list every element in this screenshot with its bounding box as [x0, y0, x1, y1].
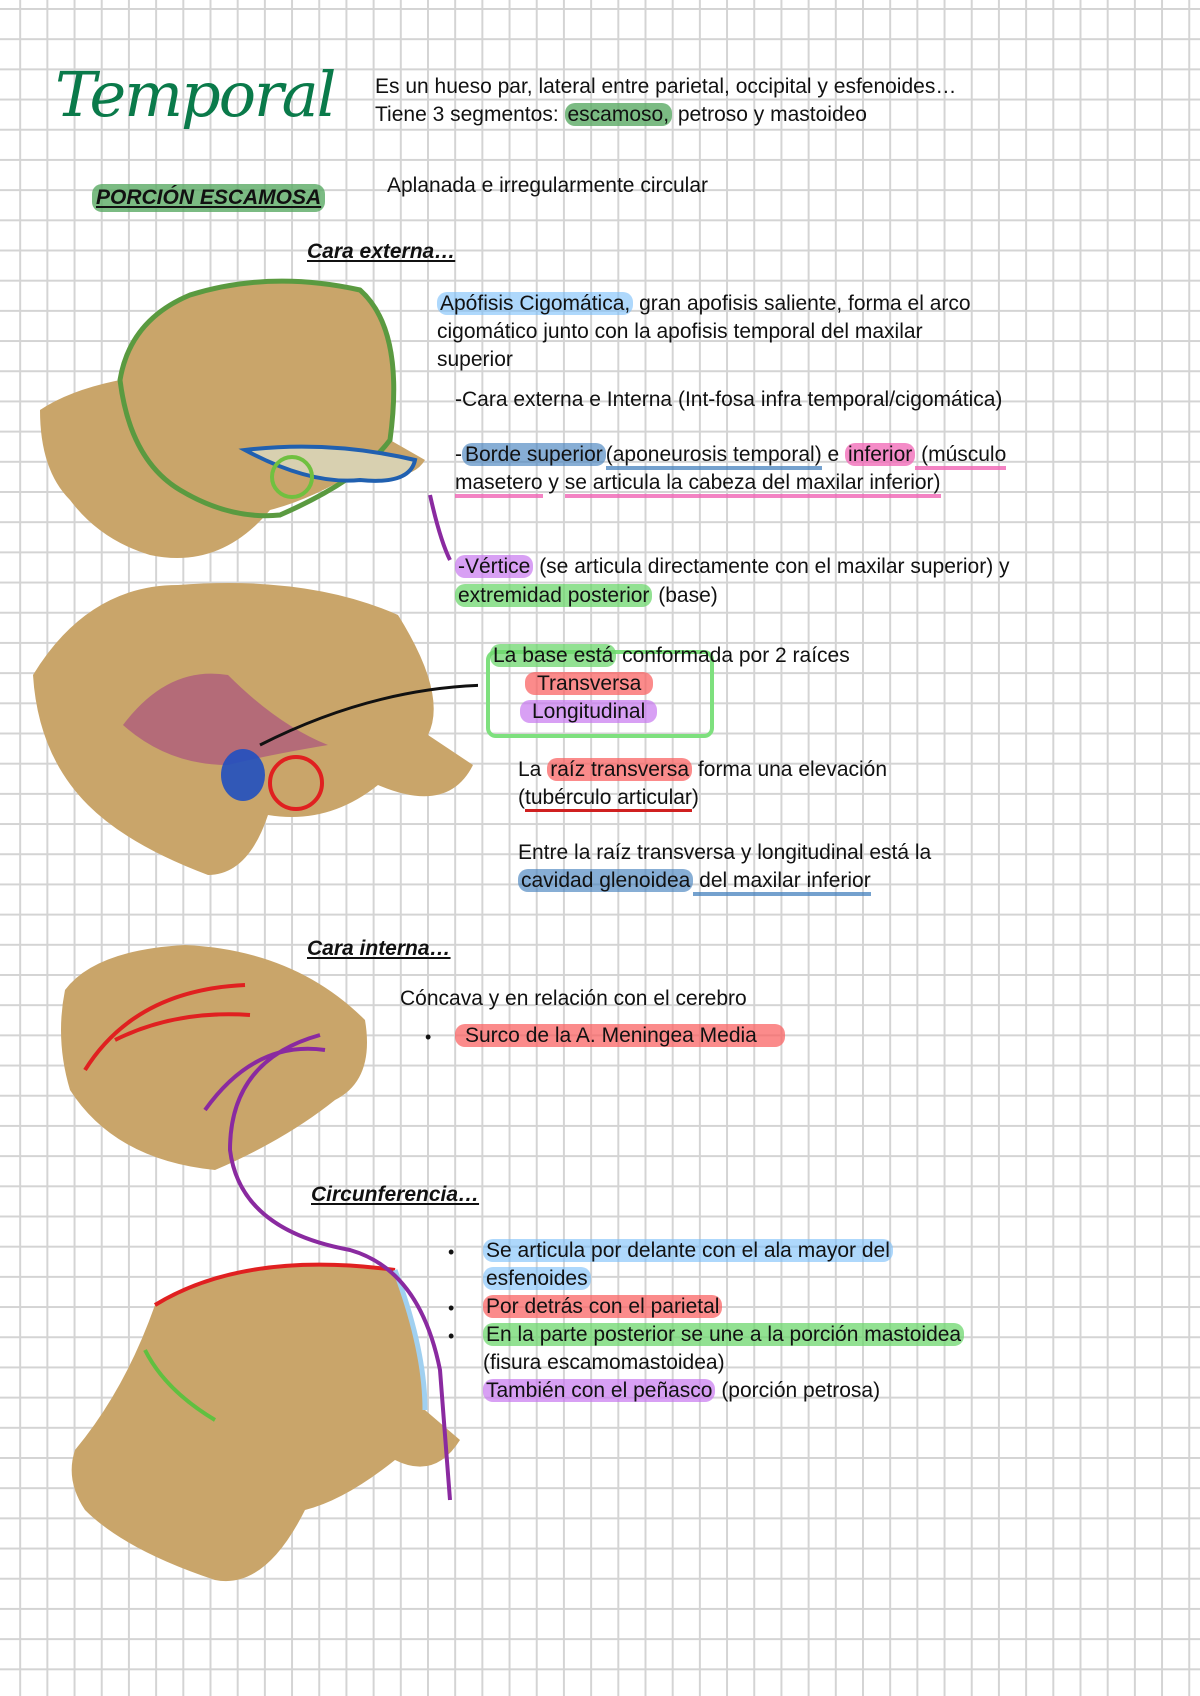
apofisis-line-2: cigomático junto con la apofisis tempora…: [437, 320, 923, 343]
bullet: •: [448, 1242, 455, 1262]
glenoidea-line-1: Entre la raíz transversa y longitudinal …: [518, 841, 932, 864]
base-line: La base está conformada por 2 raíces: [490, 642, 850, 670]
purple-connector-arrow: [227, 1033, 452, 1501]
raiz-longitudinal: Longitudinal: [520, 698, 658, 726]
apofisis-line-1: Apófisis Cigomática, gran apofisis salie…: [437, 290, 971, 318]
apofisis-line-3: superior: [437, 348, 513, 371]
surco-bullet: Surco de la A. Meningea Media: [455, 1022, 785, 1050]
cara-interna-heading: Cara interna…: [307, 937, 451, 960]
bullet: •: [448, 1326, 455, 1346]
circ-bullet-2: Por detrás con el parietal: [483, 1293, 723, 1321]
raiz-transversa-line: La raíz transversa forma una elevación: [518, 758, 888, 781]
cara-interna-desc: Cóncava y en relación con el cerebro: [400, 987, 747, 1010]
section-heading: PORCIÓN ESCAMOSA: [92, 184, 326, 212]
borde-line-2: masetero y se articula la cabeza del max…: [455, 469, 941, 498]
temporal-bone-circumference-image: [71, 1262, 461, 1582]
circ-bullet-1b: esfenoides: [483, 1265, 591, 1293]
vertice-line: -Vértice (se articula directamente con e…: [455, 553, 1010, 581]
raiz-transversa: Transversa: [525, 670, 654, 698]
temporal-bone-internal-image: [61, 945, 367, 1170]
caras-line: -Cara externa e Interna (Int-fosa infra …: [455, 388, 1003, 411]
circunferencia-heading: Circunferencia…: [311, 1183, 480, 1206]
circ-bullet-3b: (fisura escamomastoidea): [483, 1351, 725, 1374]
temporal-bone-external-image: [40, 278, 452, 561]
borde-line-1: -Borde superior(aponeurosis temporal) e …: [455, 441, 1007, 470]
extremidad-line: extremidad posterior (base): [455, 582, 718, 610]
bullet: •: [448, 1298, 455, 1318]
circ-bullet-1: Se articula por delante con el ala mayor…: [483, 1237, 893, 1265]
temporal-bone-base-image: [33, 583, 478, 875]
page-title: Temporal: [55, 58, 336, 131]
circ-bullet-4: También con el peñasco (porción petrosa): [483, 1377, 880, 1405]
glenoidea-line-2: cavidad glenoidea del maxilar inferior: [518, 867, 871, 896]
bullet: •: [425, 1027, 432, 1047]
intro-line-2: Tiene 3 segmentos: escamoso, petroso y m…: [375, 103, 867, 126]
cara-externa-heading: Cara externa…: [307, 240, 456, 263]
section-desc: Aplanada e irregularmente circular: [387, 174, 708, 197]
tuberculo-line: (tubérculo articular): [518, 784, 699, 812]
intro-line-1: Es un hueso par, lateral entre parietal,…: [375, 75, 957, 98]
circ-bullet-3: En la parte posterior se une a la porció…: [483, 1321, 965, 1349]
